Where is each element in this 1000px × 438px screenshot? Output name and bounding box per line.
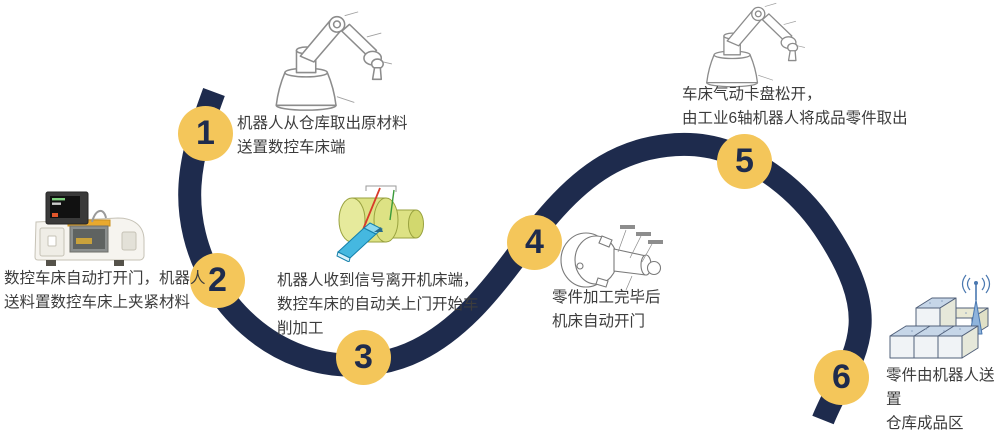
step-4-number: 4 [525,222,544,261]
step-1-label: 机器人从仓库取出原材料 送置数控车床端 [237,115,408,157]
step-6-label: 零件由机器人送置 仓库成品区 [886,367,995,433]
warehouse-antenna-icon [889,274,991,359]
step-3-badge: 3 [336,330,391,385]
machined-part-chuck-icon [560,225,663,291]
step-2-number: 2 [208,260,227,299]
robot-arm-drawing-icon [250,8,395,114]
step-4-badge: 4 [507,215,562,270]
step-2-label: 数控车床自动打开门，机器人 送料置数控车床上夹紧材料 [4,270,206,312]
step-3-label: 机器人收到信号离开机床端， 数控车床的自动关上门开始车 削加工 [277,272,479,338]
step-1-number: 1 [196,113,215,152]
turning-workpiece-icon [336,185,424,262]
step-2-badge: 2 [190,253,245,308]
step-5-number: 5 [735,141,754,180]
robot-arm-drawing-icon [684,0,808,90]
cnc-lathe-machine-icon [34,191,145,266]
step-5-badge: 5 [717,134,772,189]
step-6-number: 6 [832,357,851,396]
step-4-label: 零件加工完毕后 机床自动开门 [552,289,661,331]
step-3-number: 3 [354,337,373,376]
step-5-label: 车床气动卡盘松开， 由工业6轴机器人将成品零件取出 [682,86,908,128]
step-6-badge: 6 [814,350,869,405]
step-1-badge: 1 [178,106,233,161]
